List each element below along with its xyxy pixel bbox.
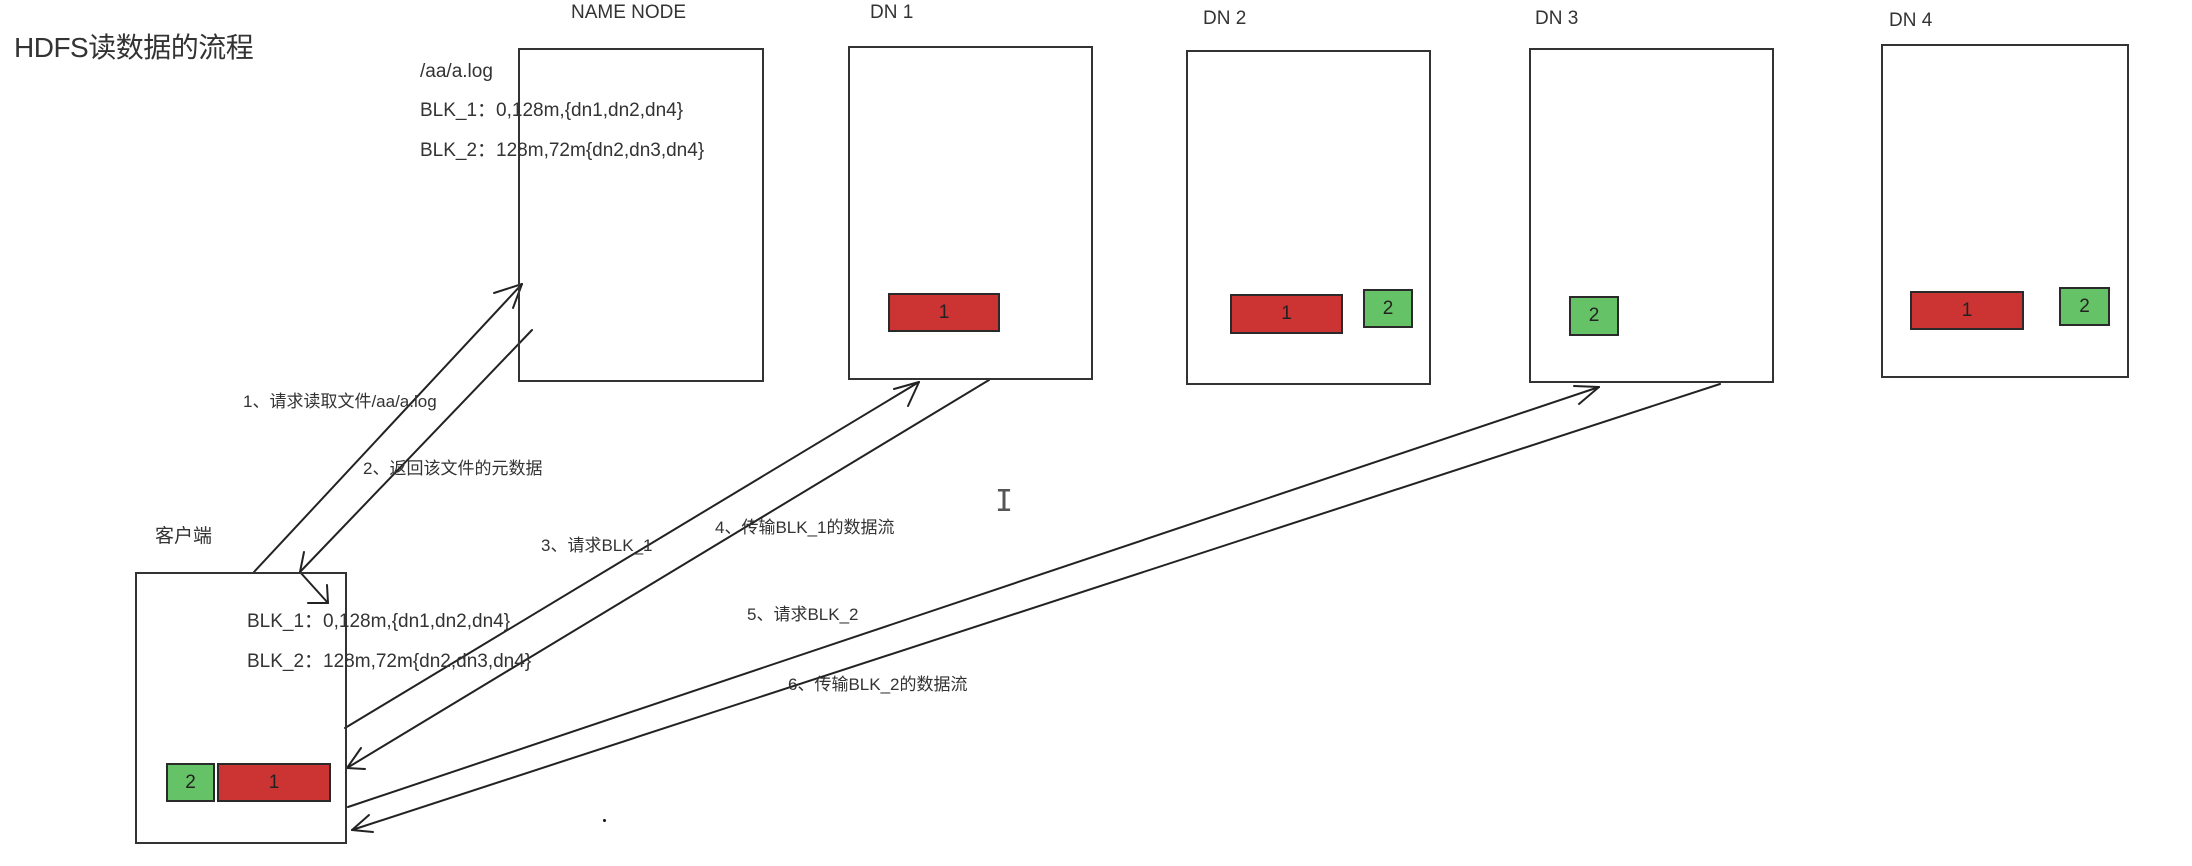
dn1-label: DN 1 bbox=[870, 2, 914, 23]
dn2-box bbox=[1186, 50, 1431, 385]
namenode-box bbox=[518, 48, 764, 382]
dn1-box bbox=[848, 46, 1093, 380]
namenode-blk2-meta: BLK_2：128m,72m{dn2,dn3,dn4} bbox=[420, 140, 705, 161]
step-6-label: 6、传输BLK_2的数据流 bbox=[788, 675, 968, 694]
text-cursor-icon: I bbox=[995, 484, 1014, 519]
dn1-block-1: 1 bbox=[888, 293, 1000, 332]
step-5-label: 5、请求BLK_2 bbox=[747, 605, 859, 624]
dn2-block-1: 1 bbox=[1230, 294, 1343, 334]
namenode-file-path: /aa/a.log bbox=[420, 61, 493, 82]
diagram-title: HDFS读数据的流程 bbox=[14, 32, 254, 63]
step-1-label: 1、请求读取文件/aa/a.log bbox=[243, 392, 437, 411]
arrow-step-1-request-file bbox=[253, 283, 523, 573]
dn3-block-2: 2 bbox=[1569, 296, 1619, 336]
client-block-1: 1 bbox=[217, 763, 331, 802]
client-blk2-meta: BLK_2：128m,72m{dn2,dn3,dn4} bbox=[247, 651, 532, 672]
arrow-step-6-stream-blk2 bbox=[351, 383, 1721, 833]
arrow-step-5-request-blk2 bbox=[347, 385, 1600, 808]
dn2-label: DN 2 bbox=[1203, 8, 1247, 29]
dn4-label: DN 4 bbox=[1889, 10, 1933, 31]
dn3-label: DN 3 bbox=[1535, 8, 1579, 29]
client-box bbox=[135, 572, 347, 844]
client-blk1-meta: BLK_1：0,128m,{dn1,dn2,dn4} bbox=[247, 611, 511, 632]
dn4-block-2: 2 bbox=[2059, 287, 2110, 326]
dn4-block-1: 1 bbox=[1910, 291, 2024, 330]
step-2-label: 2、返回该文件的元数据 bbox=[363, 459, 543, 478]
namenode-blk1-meta: BLK_1：0,128m,{dn1,dn2,dn4} bbox=[420, 100, 684, 121]
client-label: 客户端 bbox=[155, 526, 213, 547]
arrow-step-4-stream-blk1 bbox=[346, 379, 990, 770]
dn2-block-2: 2 bbox=[1363, 289, 1413, 328]
dn4-box bbox=[1881, 44, 2129, 378]
namenode-label: NAME NODE bbox=[571, 2, 687, 23]
client-block-2: 2 bbox=[166, 763, 215, 802]
step-3-label: 3、请求BLK_1 bbox=[541, 536, 653, 555]
stray-dot bbox=[603, 819, 606, 822]
step-4-label: 4、传输BLK_1的数据流 bbox=[715, 518, 895, 537]
dn3-box bbox=[1529, 48, 1774, 383]
